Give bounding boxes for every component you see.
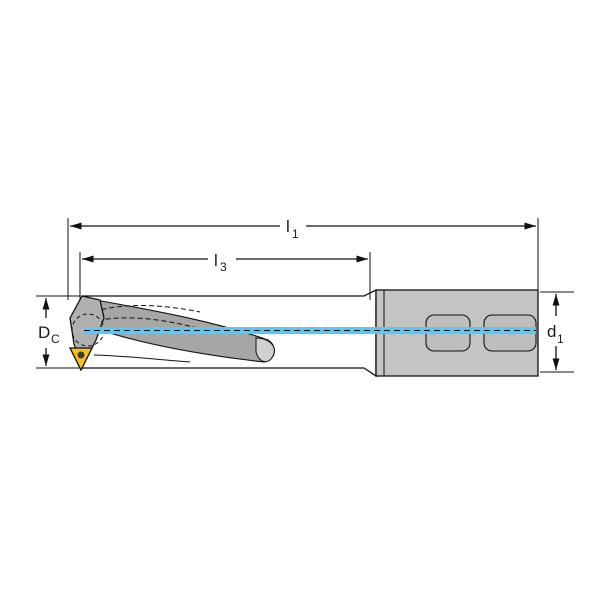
d1-label: d bbox=[547, 322, 556, 341]
dimension-l1: l 1 bbox=[70, 217, 536, 241]
l3-label: l bbox=[214, 251, 218, 270]
d1-subscript: 1 bbox=[557, 332, 564, 346]
l1-subscript: 1 bbox=[292, 227, 299, 241]
insert-icon bbox=[68, 347, 94, 372]
l3-subscript: 3 bbox=[220, 260, 227, 274]
coolant-channel bbox=[84, 327, 536, 334]
dimension-dc: D C bbox=[38, 298, 60, 366]
dc-label: D bbox=[38, 323, 50, 342]
l1-label: l bbox=[286, 217, 290, 236]
dimension-d1: d 1 bbox=[547, 294, 564, 370]
dimension-l3: l 3 bbox=[82, 251, 368, 274]
dc-subscript: C bbox=[51, 332, 60, 346]
